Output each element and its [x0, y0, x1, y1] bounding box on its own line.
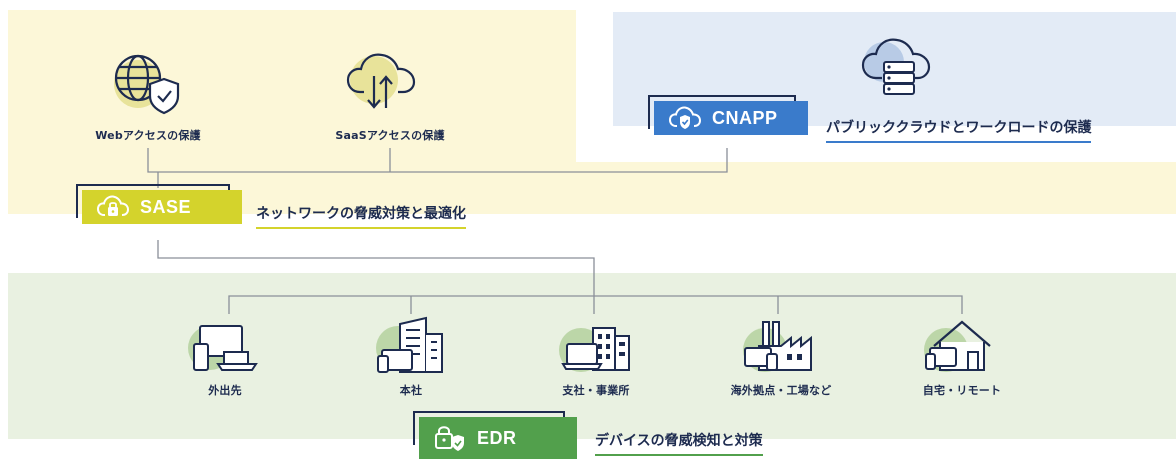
edr-badge-face: EDR	[419, 417, 577, 459]
sase-badge-face: SASE	[82, 190, 242, 224]
home-icon	[924, 320, 991, 372]
cloud-lock-icon	[96, 195, 130, 216]
cloud-shield-icon	[668, 106, 702, 129]
sase-caption: ネットワークの脅威対策と最適化	[256, 203, 466, 229]
cnapp-caption: パブリッククラウドとワークロードの保護	[826, 117, 1092, 143]
node-label-saas-access: SaaSアクセスの保護	[335, 129, 445, 142]
cnapp-badge-label: CNAPP	[712, 107, 778, 128]
location-label-branch: 支社・事業所	[562, 384, 630, 397]
sase-badge: SASE	[76, 184, 242, 224]
cnapp-badge: CNAPP	[648, 95, 808, 135]
devices-icon	[188, 325, 258, 371]
edr-badge: EDR	[413, 411, 577, 459]
sase-region	[8, 10, 576, 162]
location-label-home: 自宅・リモート	[922, 384, 1002, 397]
location-label-headquarters: 本社	[399, 384, 423, 397]
factory-icon	[743, 321, 812, 372]
globe-shield-icon	[114, 54, 180, 115]
headquarters-building-icon	[376, 316, 443, 373]
lock-shield-icon	[435, 426, 464, 451]
cloud-sync-icon	[346, 53, 416, 109]
edr-caption: デバイスの脅威検知と対策	[595, 430, 763, 456]
branch-office-icon	[559, 327, 630, 372]
location-label-outside: 外出先	[208, 384, 242, 397]
edr-badge-label: EDR	[477, 427, 517, 448]
location-label-overseas: 海外拠点・工場など	[730, 384, 832, 397]
sase-badge-label: SASE	[140, 196, 192, 217]
cnapp-badge-face: CNAPP	[654, 101, 808, 135]
cloud-server-icon	[861, 38, 931, 95]
node-label-web-access: Webアクセスの保護	[95, 129, 201, 142]
